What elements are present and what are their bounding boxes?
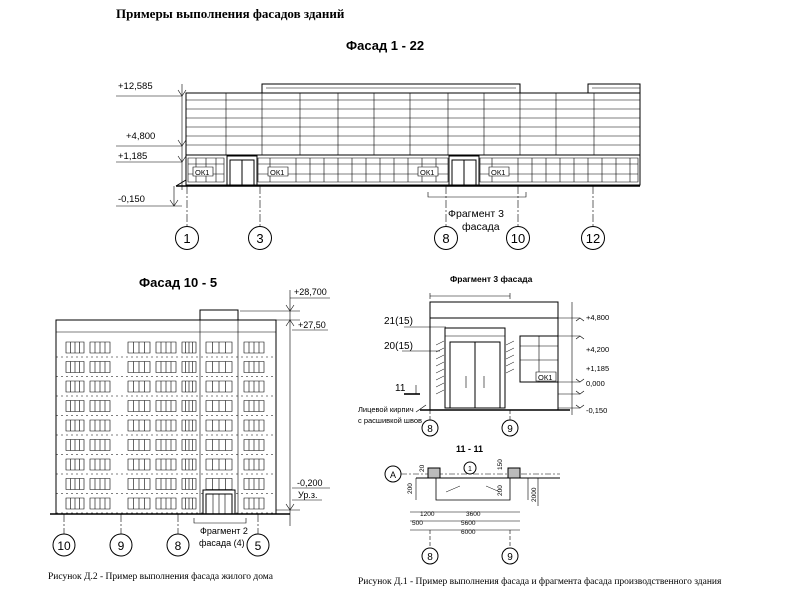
house-fragment-note-2: фасада (4) bbox=[199, 538, 245, 548]
axis-label-3: 3 bbox=[256, 231, 263, 246]
frag-level-minus-0150: -0,150 bbox=[586, 406, 607, 415]
axis-marker-8 bbox=[435, 227, 458, 250]
axis-label-10: 10 bbox=[511, 231, 525, 246]
dim-20: 20 bbox=[419, 464, 426, 472]
facade-10-5-title: Фасад 10 - 5 bbox=[139, 275, 217, 290]
dim-500: 500 bbox=[412, 520, 423, 527]
house-level-28700: +28,700 bbox=[294, 287, 327, 297]
frag-level-4200: +4,200 bbox=[586, 345, 609, 354]
dim-200-right: 200 bbox=[497, 485, 504, 496]
axis-label-8: 8 bbox=[442, 231, 449, 246]
section-11-11: 11 - 11 А 1 1200 3600 500 5600 6000 bbox=[385, 444, 560, 564]
house-axis-marker-9 bbox=[110, 534, 132, 556]
fragment-3: Фрагмент 3 фасада bbox=[358, 274, 609, 436]
house-axis-label-8: 8 bbox=[175, 539, 182, 553]
house-ground-level: Ур.з. bbox=[298, 490, 317, 500]
axis-markers bbox=[176, 227, 605, 250]
axis-marker-10 bbox=[507, 227, 530, 250]
fragment-axis-label-9: 9 bbox=[507, 424, 513, 435]
section-axis-label-9: 9 bbox=[507, 552, 513, 563]
page-heading: Примеры выполнения фасадов зданий bbox=[116, 6, 345, 21]
fragment-3-title: Фрагмент 3 фасада bbox=[450, 274, 533, 284]
fragment-bracket bbox=[428, 192, 526, 197]
house-windows bbox=[56, 342, 276, 513]
fragment-note-line1: Фрагмент 3 bbox=[448, 208, 504, 220]
fragment-note-line2: фасада bbox=[462, 221, 500, 233]
section-mark-11: 11 bbox=[395, 383, 406, 394]
house-axis-marker-8 bbox=[167, 534, 189, 556]
house-axis-label-10: 10 bbox=[57, 539, 71, 553]
panel-lines bbox=[186, 93, 640, 155]
level-12585: +12,585 bbox=[118, 81, 153, 92]
level-1185: +1,185 bbox=[118, 151, 147, 162]
dim-6000: 6000 bbox=[461, 529, 476, 536]
axis-marker-12 bbox=[582, 227, 605, 250]
house-fragment-note-1: Фрагмент 2 bbox=[200, 526, 248, 536]
axis-marker-3 bbox=[249, 227, 272, 250]
window-label-3: ОК1 bbox=[420, 168, 434, 177]
brick-note-line2: с расшивкой швов bbox=[358, 416, 422, 425]
axis-lines bbox=[187, 186, 593, 226]
facade-1-22-title: Фасад 1 - 22 bbox=[346, 38, 424, 53]
house-axis-marker-5 bbox=[247, 534, 269, 556]
roof-parapet-right bbox=[588, 84, 640, 93]
facade-1-22: Фасад 1 - 22 bbox=[116, 38, 640, 250]
fragment-axis-marker-9 bbox=[502, 420, 518, 436]
house-level-2750: +27,50 bbox=[298, 320, 326, 330]
fragment-axis-label-8: 8 bbox=[427, 424, 433, 435]
dim-3600: 3600 bbox=[466, 511, 481, 518]
facade-door-right bbox=[449, 156, 479, 185]
brick-note-line1: Лицевой кирпич bbox=[358, 405, 414, 414]
facade-upper-body bbox=[186, 93, 640, 155]
section-circle-mark bbox=[464, 462, 476, 474]
roof-parapet-left bbox=[262, 84, 520, 93]
frag-level-4800: +4,800 bbox=[586, 313, 609, 322]
caption-fig-d2: Рисунок Д.2 - Пример выполнения фасада ж… bbox=[48, 572, 273, 582]
section-axis-marker-9 bbox=[502, 548, 518, 564]
facade-ground-floor bbox=[186, 155, 640, 185]
fragment-window-label: ОК1 bbox=[538, 373, 552, 382]
house-level-minus-0200: -0,200 bbox=[297, 478, 323, 488]
window-label-4: ОК1 bbox=[491, 168, 505, 177]
porch-outline bbox=[436, 478, 510, 500]
section-circle-label: 1 bbox=[468, 466, 472, 473]
section-axis-label-8: 8 bbox=[427, 552, 433, 563]
mark-21-15: 21(15) bbox=[384, 316, 413, 327]
house-axis-label-9: 9 bbox=[118, 539, 125, 553]
dim-2000: 2000 bbox=[531, 487, 538, 502]
mark-20-15: 20(15) bbox=[384, 341, 413, 352]
fragment-axis-marker-8 bbox=[422, 420, 438, 436]
brick-hatch bbox=[436, 341, 514, 394]
section-title: 11 - 11 bbox=[456, 444, 483, 454]
caption-fig-d1: Рисунок Д.1 - Пример выполнения фасада и… bbox=[358, 577, 722, 587]
level-minus-0150: -0,150 bbox=[118, 194, 145, 205]
frag-level-1185: +1,185 bbox=[586, 364, 609, 373]
dim-1200: 1200 bbox=[420, 511, 435, 518]
ribbon-windows bbox=[188, 158, 638, 182]
stair-tower bbox=[200, 310, 238, 320]
window-label-1: ОК1 bbox=[195, 168, 209, 177]
frag-level-0000: 0,000 bbox=[586, 379, 605, 388]
facade-10-5: Фасад 10 - 5 bbox=[50, 275, 330, 556]
axis-label-1: 1 bbox=[183, 231, 190, 246]
axis-marker-1 bbox=[176, 227, 199, 250]
house-axis-label-5: 5 bbox=[255, 539, 262, 553]
wall-right bbox=[508, 468, 520, 478]
house-axis-marker-10 bbox=[53, 534, 75, 556]
window-label-2: ОК1 bbox=[270, 168, 284, 177]
level-4800: +4,800 bbox=[126, 131, 155, 142]
dim-150: 150 bbox=[497, 459, 504, 470]
fragment-upper-panel bbox=[430, 302, 558, 318]
dim-200-left: 200 bbox=[407, 483, 414, 494]
house-axis-lines bbox=[64, 514, 258, 534]
facade-door-left bbox=[227, 156, 257, 185]
house-entrance bbox=[203, 490, 235, 514]
wall-left bbox=[428, 468, 440, 478]
dim-5600: 5600 bbox=[461, 520, 476, 527]
section-axis-marker-8 bbox=[422, 548, 438, 564]
axis-label-12: 12 bbox=[586, 231, 600, 246]
axis-a-label: А bbox=[390, 470, 396, 480]
